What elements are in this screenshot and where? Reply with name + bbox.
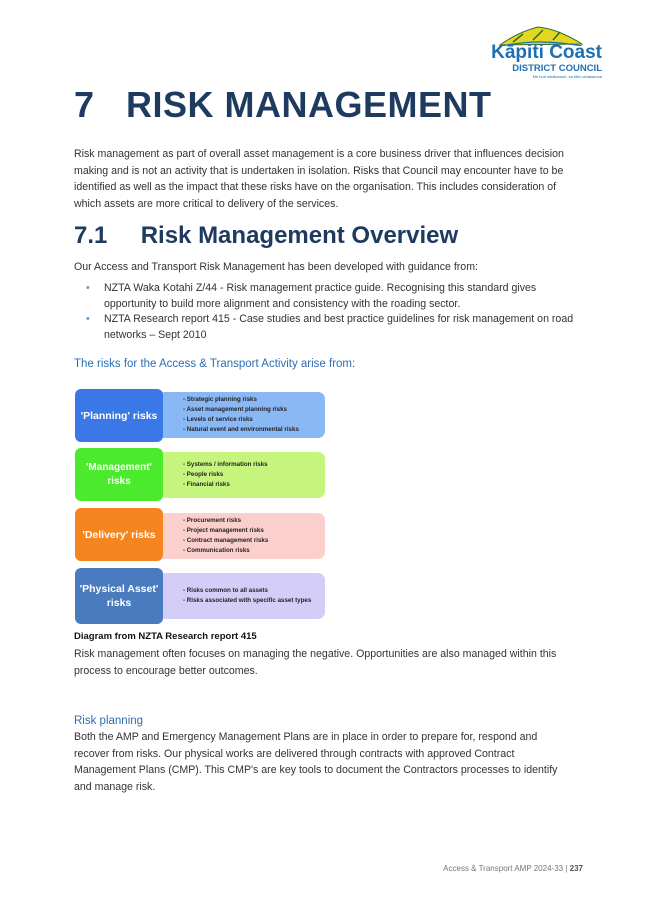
opportunities-paragraph: Risk management often focuses on managin…	[74, 648, 557, 677]
logo-tagline: Me huri whakamuri, ka titiro whakamua	[532, 74, 602, 79]
risks-heading: The risks for the Access & Transport Act…	[74, 358, 356, 370]
footer-doc-title: Access & Transport AMP 2024-33	[443, 864, 564, 873]
delivery-risks-box: 'Delivery' risks	[75, 508, 163, 561]
logo-sub: DISTRICT COUNCIL	[512, 63, 602, 74]
council-logo: Kāpiti Coast DISTRICT COUNCIL Me huri wh…	[468, 24, 608, 79]
guidance-list: •NZTA Waka Kotahi Z/44 - Risk management…	[74, 281, 574, 343]
intro-paragraph: Risk management as part of overall asset…	[74, 148, 564, 210]
management-risks-list: - Systems / information risks- People ri…	[158, 452, 325, 498]
mountain-logo-icon	[498, 26, 584, 46]
logo-name: Kāpiti Coast	[491, 42, 602, 63]
list-item: •NZTA Waka Kotahi Z/44 - Risk management…	[86, 282, 537, 310]
page-number: 237	[569, 864, 583, 873]
risk-planning-paragraph: Both the AMP and Emergency Management Pl…	[74, 731, 558, 793]
guidance-text: Our Access and Transport Risk Management…	[74, 261, 478, 273]
risk-planning-heading: Risk planning	[74, 715, 144, 727]
physical-asset-risks-list: - Risks common to all assets- Risks asso…	[158, 573, 325, 619]
page-title: 7 RISK MANAGEMENT	[74, 84, 492, 125]
delivery-risks-list: - Procurement risks- Project management …	[158, 513, 325, 559]
page-footer: Access & Transport AMP 2024-33 | 237	[443, 864, 583, 873]
diagram-caption: Diagram from NZTA Research report 415	[74, 631, 257, 642]
planning-risks-box: 'Planning' risks	[75, 389, 163, 442]
planning-risks-list: - Strategic planning risks- Asset manage…	[158, 392, 325, 438]
bullet-icon: •	[86, 313, 90, 325]
list-item: •NZTA Research report 415 - Case studies…	[86, 313, 574, 341]
bullet-icon: •	[86, 282, 90, 294]
section-heading: 7.1 Risk Management Overview	[74, 222, 459, 249]
physical-asset-risks-box: 'Physical Asset' risks	[75, 568, 163, 624]
management-risks-box: 'Management' risks	[75, 448, 163, 501]
